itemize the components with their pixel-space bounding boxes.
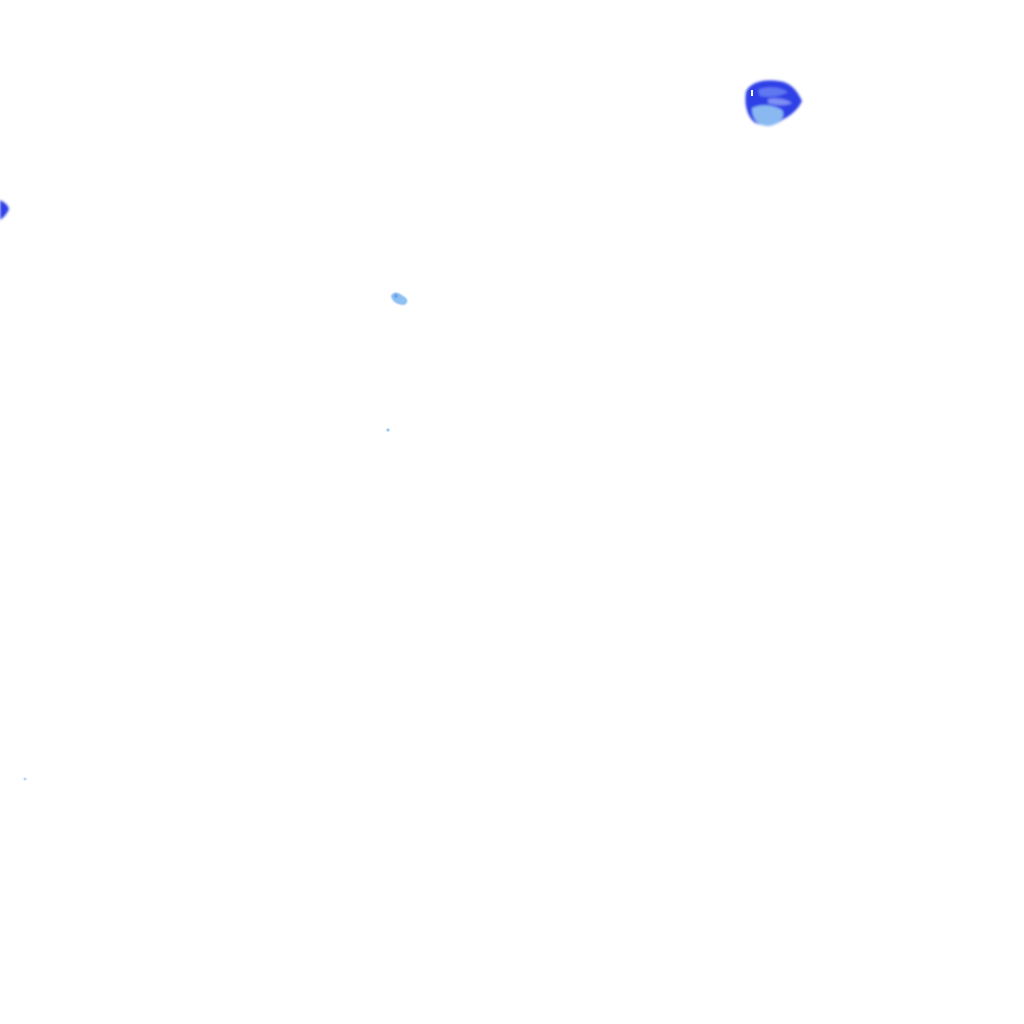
small-blue-speck bbox=[391, 292, 408, 305]
large-blue-blob bbox=[745, 80, 802, 127]
tiny-blue-dot bbox=[386, 428, 390, 432]
left-edge-blue-blob bbox=[0, 200, 9, 220]
tiny-blue-dot bbox=[23, 777, 27, 781]
blob-highlight bbox=[751, 90, 753, 96]
